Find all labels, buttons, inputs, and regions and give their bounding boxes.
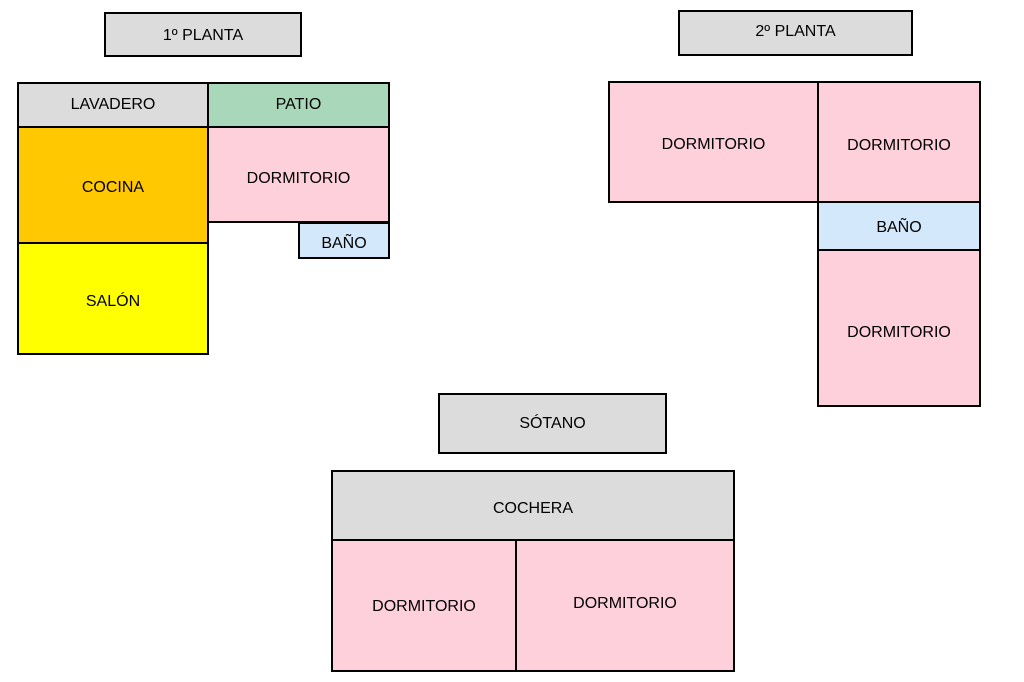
room-label: SALÓN [85, 292, 141, 310]
room-cocina: COCINA [17, 126, 209, 244]
room-label: PATIO [275, 96, 322, 113]
room-label: LAVADERO [70, 96, 156, 113]
room-dormitorio: DORMITORIO [515, 539, 735, 672]
room-dormitorio: DORMITORIO [817, 249, 981, 407]
floor-title-label: 2º PLANTA [755, 23, 836, 40]
room-salon: SALÓN [17, 242, 209, 355]
room-label: DORMITORIO [573, 594, 677, 612]
room-lavadero: LAVADERO [17, 82, 209, 128]
floor-title-basement: SÓTANO [438, 393, 667, 454]
room-label: DORMITORIO [246, 169, 351, 187]
room-label: BAÑO [876, 219, 922, 236]
floor-title-2: 2º PLANTA [678, 10, 913, 56]
room-label: COCHERA [492, 499, 573, 517]
room-label: DORMITORIO [847, 324, 951, 341]
floor-title-label: SÓTANO [519, 414, 586, 432]
room-label: DORMITORIO [661, 136, 766, 153]
room-bano: BAÑO [298, 222, 390, 259]
floor-title-1: 1º PLANTA [104, 12, 302, 57]
room-label: COCINA [81, 179, 145, 196]
room-label: DORMITORIO [847, 137, 951, 154]
room-cochera: COCHERA [331, 470, 735, 541]
room-bano: BAÑO [817, 201, 981, 251]
room-label: DORMITORIO [372, 597, 476, 615]
room-patio: PATIO [207, 82, 390, 128]
floor-title-label: 1º PLANTA [162, 26, 244, 44]
room-label: BAÑO [321, 234, 367, 252]
room-dormitorio: DORMITORIO [608, 81, 819, 203]
room-dormitorio: DORMITORIO [207, 126, 390, 223]
room-dormitorio: DORMITORIO [331, 539, 517, 672]
room-dormitorio: DORMITORIO [817, 81, 981, 203]
